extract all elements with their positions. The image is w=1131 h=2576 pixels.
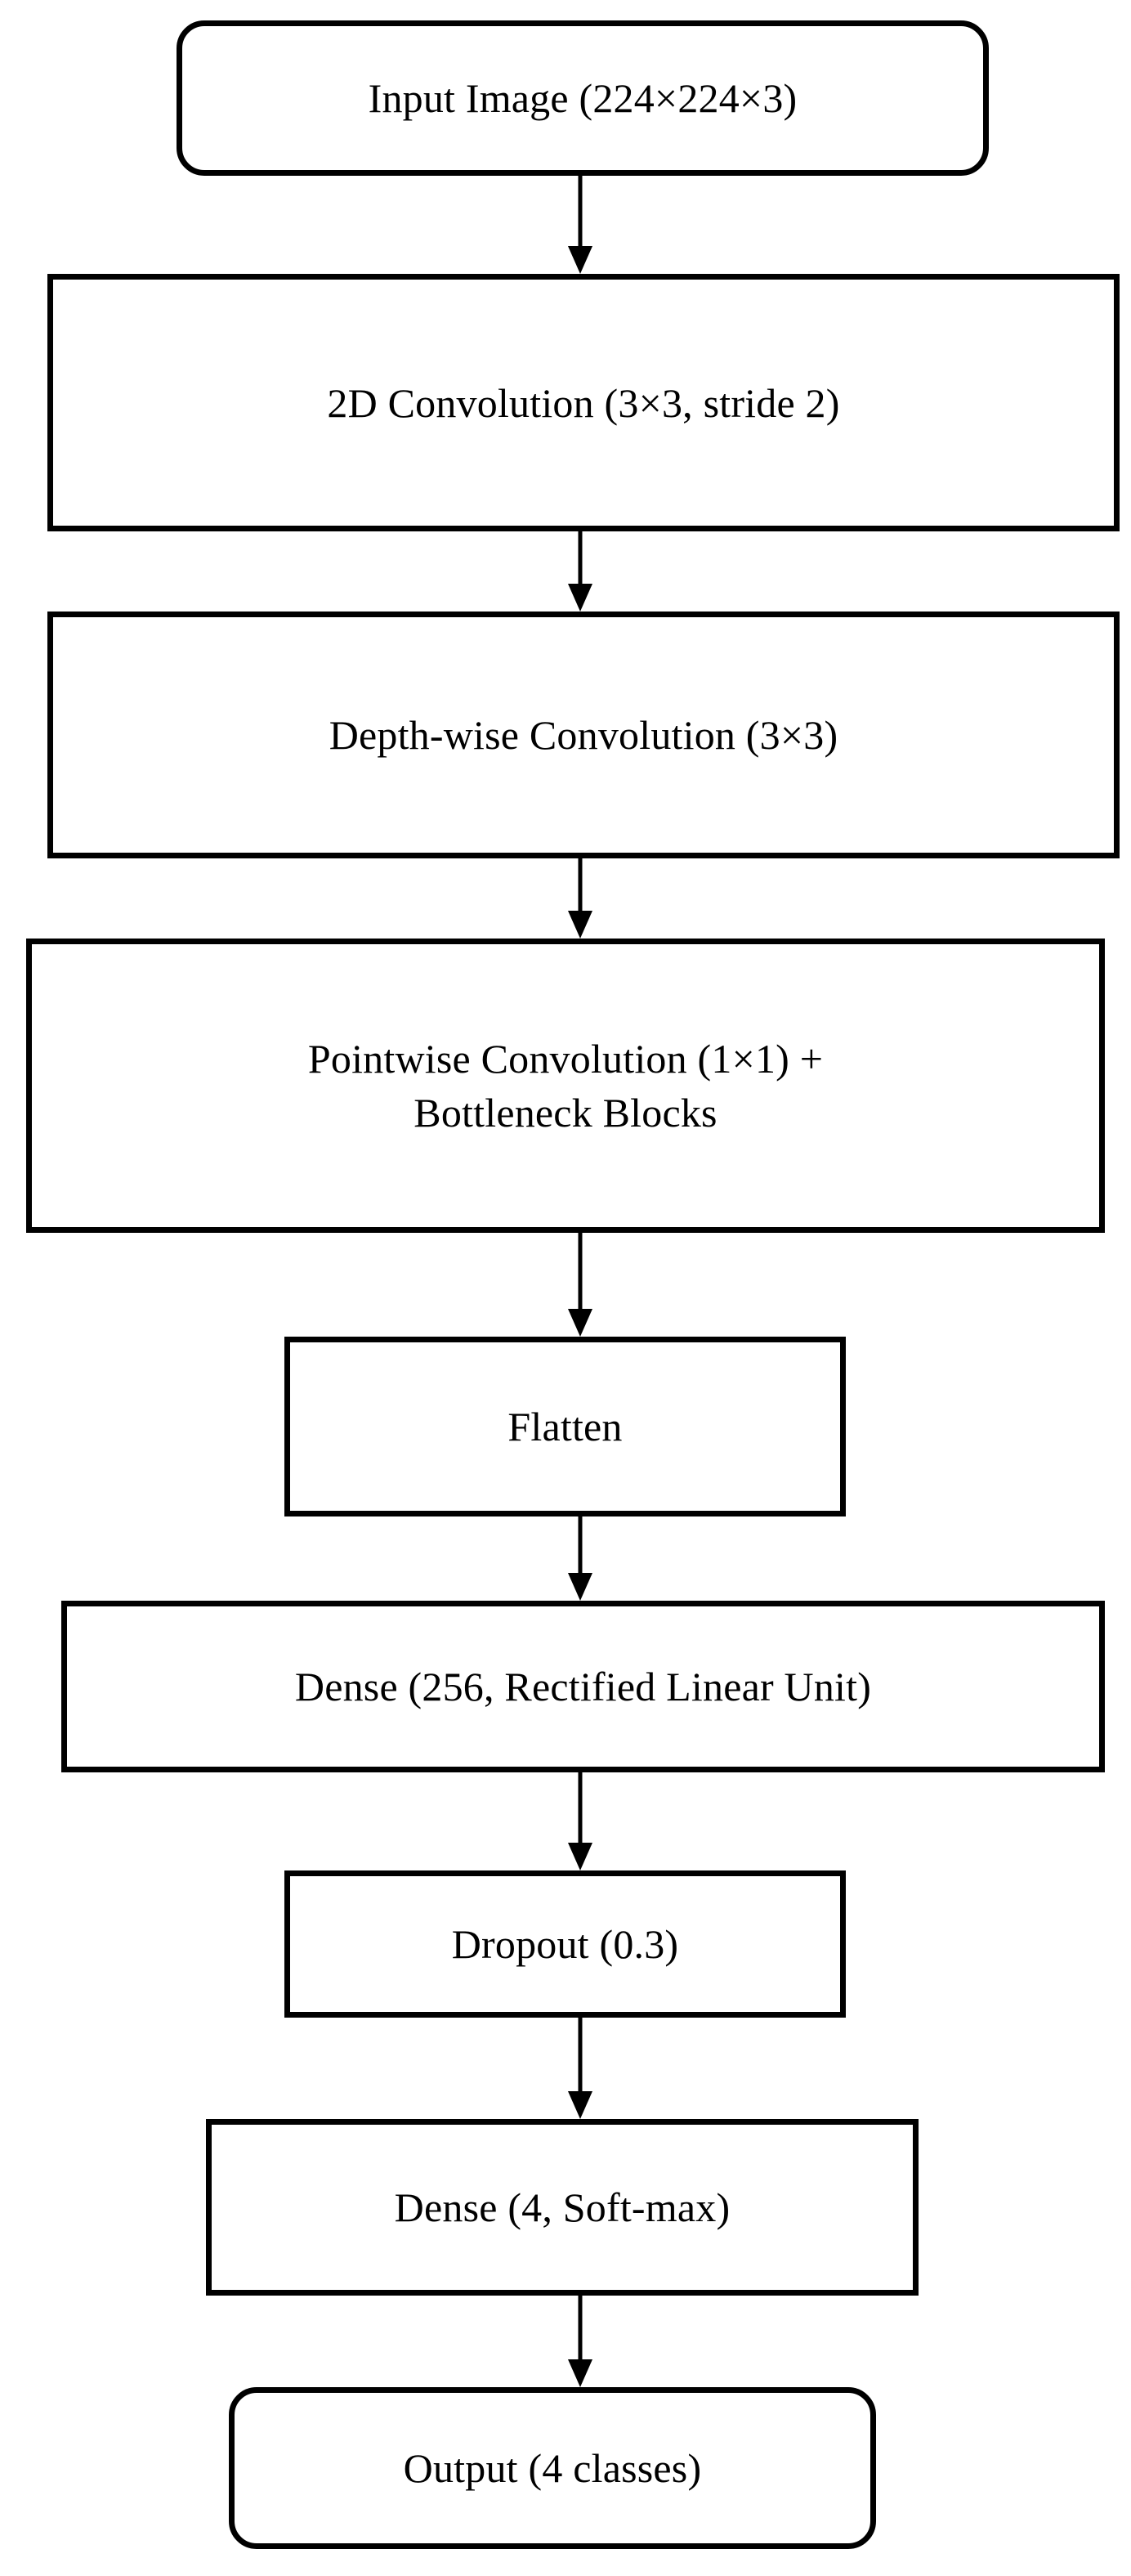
edge-flatten-to-dense256 (568, 1516, 592, 1601)
node-depthwise-conv: Depth-wise Convolution (3×3) (47, 612, 1120, 858)
edge-conv2d-to-depthwise (568, 531, 592, 612)
node-label-input-image: Input Image (224×224×3) (368, 75, 798, 121)
node-dense-256: Dense (256, Rectified Linear Unit) (61, 1601, 1105, 1772)
node-output: Output (4 classes) (229, 2387, 876, 2549)
node-label-dropout: Dropout (0.3) (451, 1921, 679, 1967)
node-dropout: Dropout (0.3) (284, 1870, 846, 2018)
node-label-pointwise-conv: Pointwise Convolution (1×1) + Bottleneck… (307, 1036, 824, 1136)
node-label-output: Output (4 classes) (403, 2445, 702, 2491)
node-label-flatten: Flatten (507, 1404, 623, 1449)
edge-pointwise-to-flatten (568, 1233, 592, 1337)
node-pointwise-conv: Pointwise Convolution (1×1) + Bottleneck… (26, 939, 1105, 1233)
edge-dropout-to-dense4 (568, 2018, 592, 2119)
edge-dense256-to-dropout (568, 1772, 592, 1870)
edge-dense4-to-output (568, 2296, 592, 2387)
node-label-dense-4: Dense (4, Soft-max) (394, 2184, 731, 2230)
node-label-depthwise-conv: Depth-wise Convolution (3×3) (329, 712, 838, 758)
edge-input-to-conv2d (568, 176, 592, 274)
node-dense-4: Dense (4, Soft-max) (206, 2119, 919, 2296)
node-conv2d: 2D Convolution (3×3, stride 2) (47, 274, 1120, 531)
node-label-dense-256: Dense (256, Rectified Linear Unit) (294, 1664, 872, 1709)
node-flatten: Flatten (284, 1337, 846, 1516)
node-input-image: Input Image (224×224×3) (177, 20, 989, 176)
node-label-conv2d: 2D Convolution (3×3, stride 2) (327, 379, 840, 426)
edge-depthwise-to-pointwise (568, 858, 592, 939)
